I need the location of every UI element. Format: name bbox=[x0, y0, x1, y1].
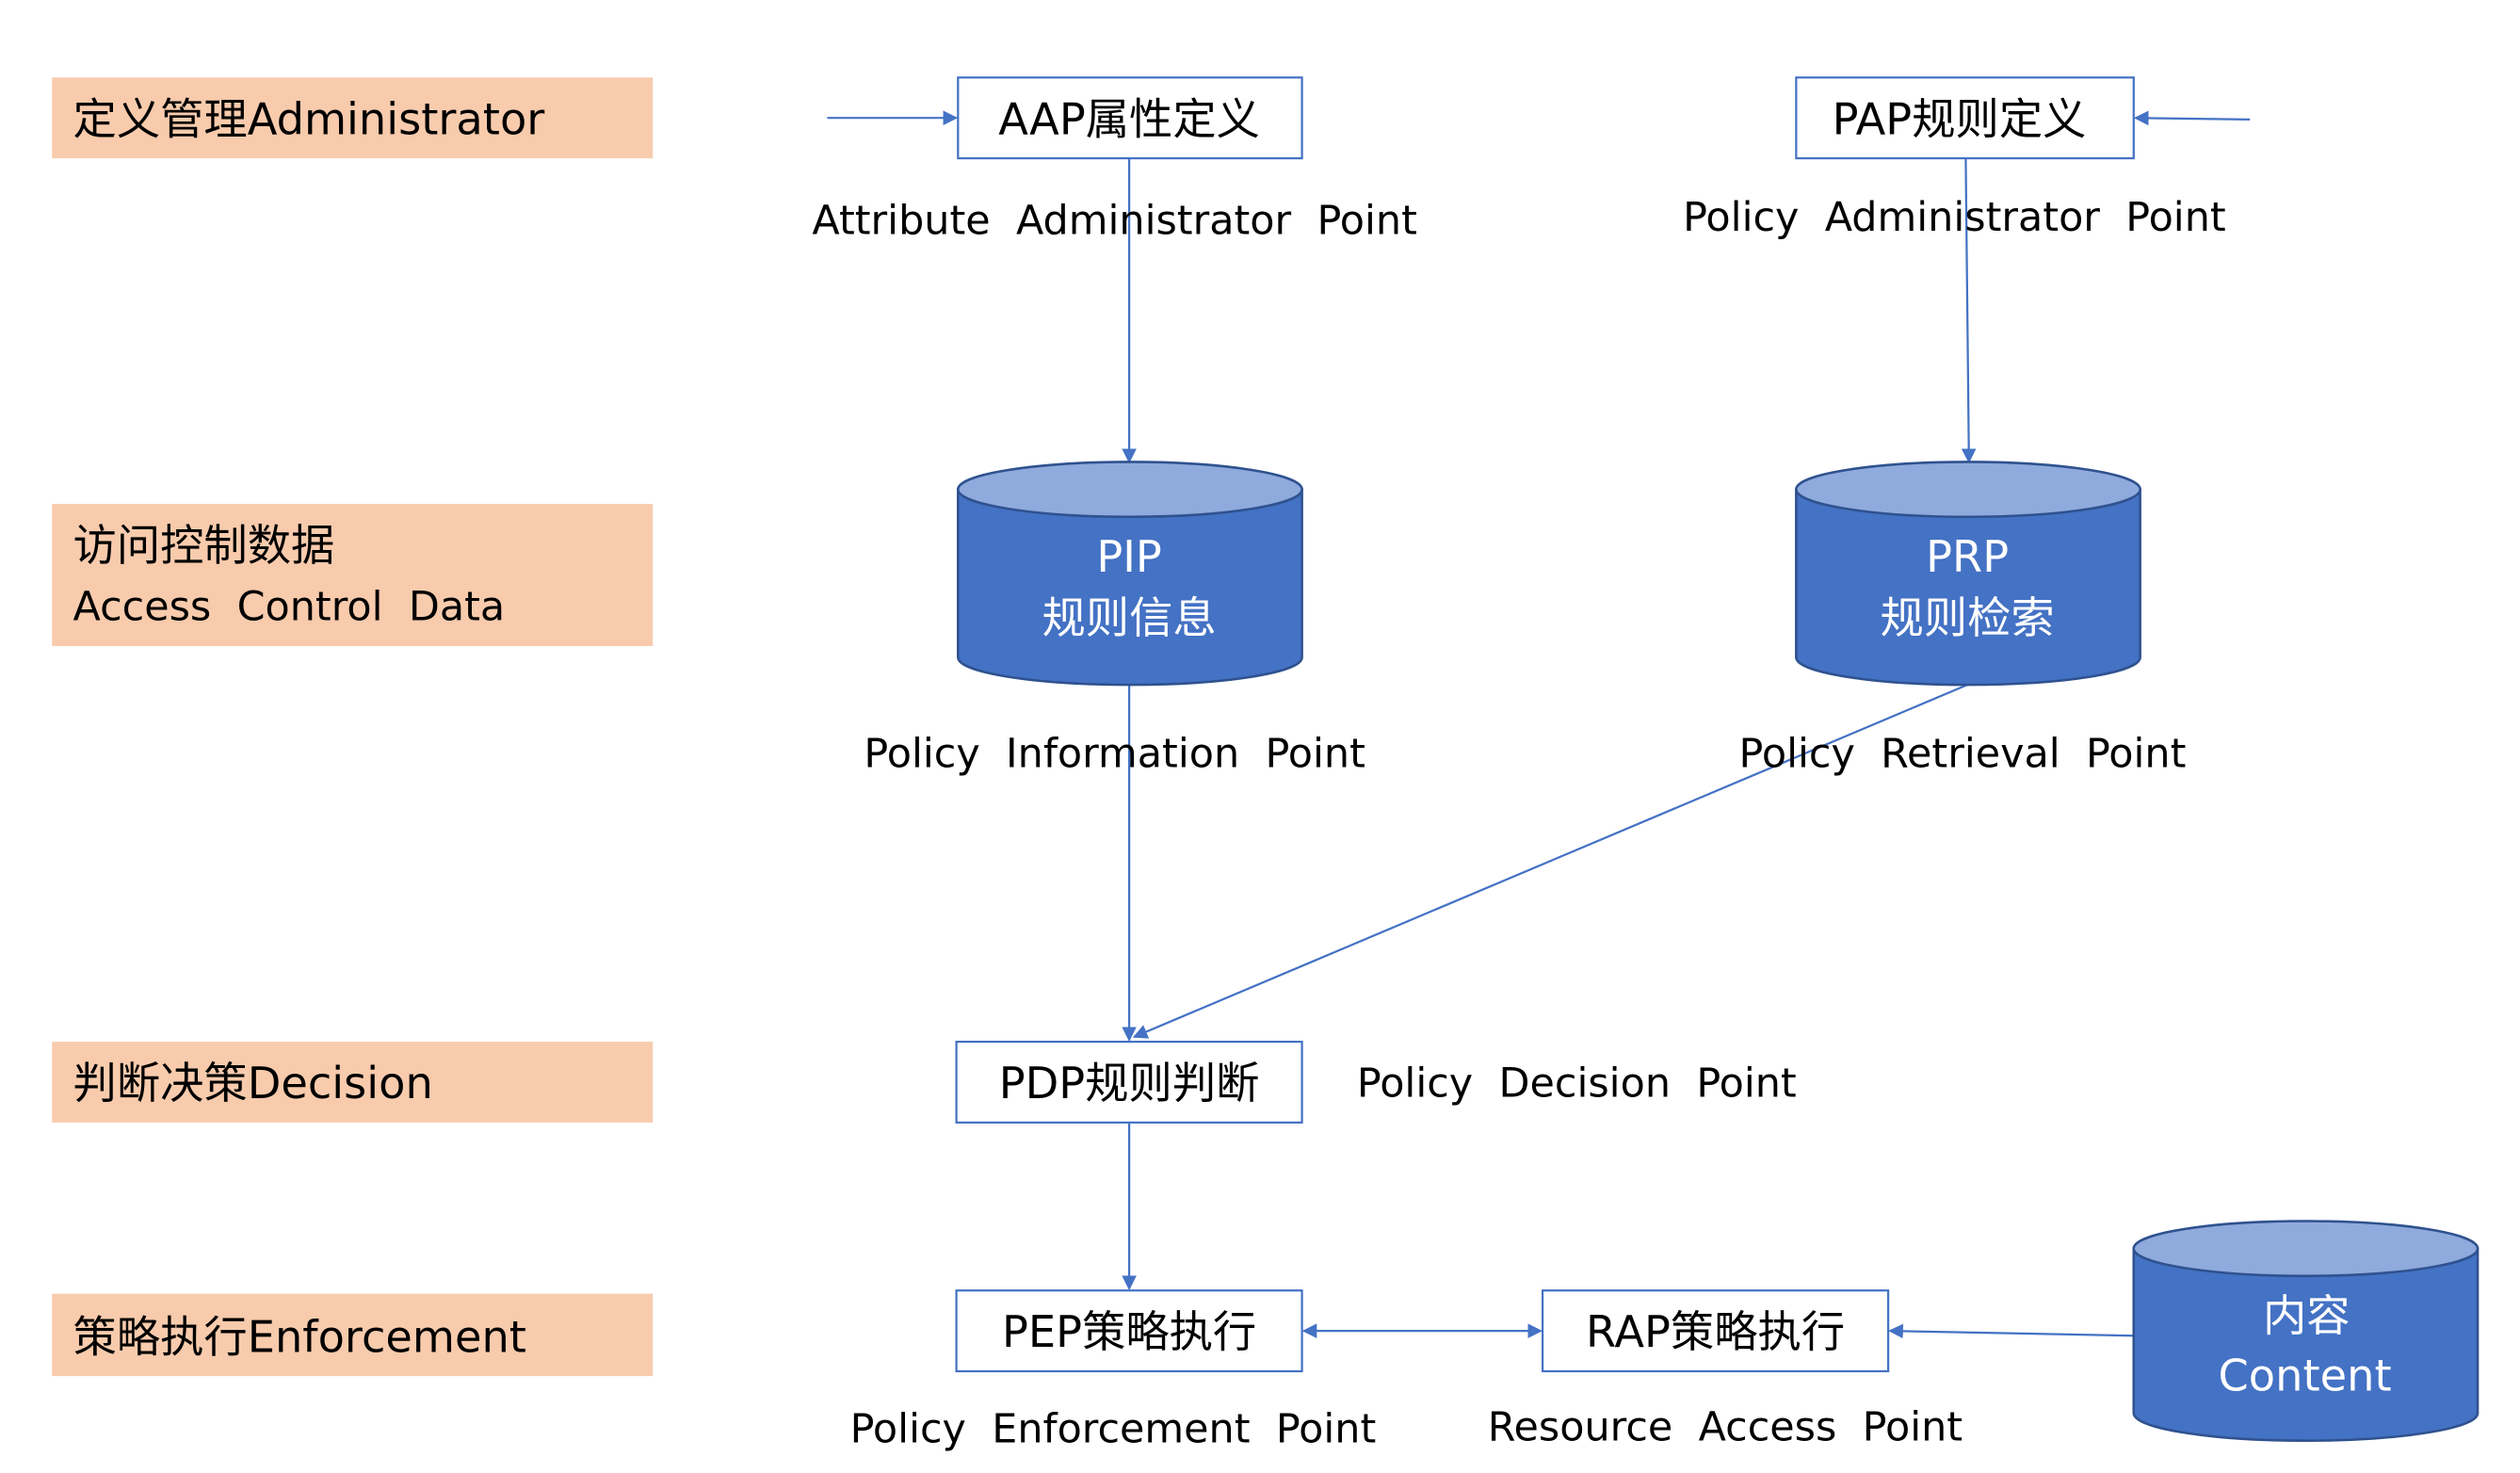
pap-node: PAP规则定义 Policy Administrator Point bbox=[1683, 76, 2226, 241]
content-sublabel: Content bbox=[2218, 1351, 2391, 1401]
pdp-description: Policy Decision Point bbox=[1357, 1060, 1797, 1107]
pep-description: Policy Enforcement Point bbox=[850, 1405, 1377, 1452]
layer-admin: 定义管理Administrator bbox=[52, 77, 654, 159]
aap-label: AAP属性定义 bbox=[998, 93, 1260, 144]
prp-sublabel: 规则检索 bbox=[1881, 592, 2055, 643]
layer-decision-label: 判断决策Decision bbox=[73, 1058, 433, 1109]
aap-description: Attribute Administrator Point bbox=[812, 198, 1417, 245]
layer-data: 访问控制数据 Access Control Data bbox=[52, 504, 654, 646]
prp-database: PRP 规则检索 Policy Retrieval Point bbox=[1739, 461, 2187, 778]
pap-description: Policy Administrator Point bbox=[1683, 194, 2226, 241]
prp-label: PRP bbox=[1926, 531, 2009, 582]
rap-label: RAP策略执行 bbox=[1586, 1306, 1845, 1357]
pep-node: PEP策略执行 Policy Enforcement Point bbox=[850, 1289, 1377, 1452]
arrow-into-pap bbox=[2133, 110, 2251, 126]
content-database: 内容 Content bbox=[2132, 1220, 2480, 1442]
layer-data-label-en: Access Control Data bbox=[73, 584, 506, 631]
pap-label: PAP规则定义 bbox=[1833, 93, 2087, 144]
prp-description: Policy Retrieval Point bbox=[1739, 731, 2187, 778]
rap-node: RAP策略执行 Resource Access Point bbox=[1488, 1289, 1963, 1451]
content-label: 内容 bbox=[2263, 1290, 2350, 1341]
pdp-label: PDP规则判断 bbox=[999, 1058, 1260, 1109]
layer-enforcement: 策略执行Enforcement bbox=[52, 1293, 654, 1377]
rap-description: Resource Access Point bbox=[1488, 1404, 1963, 1451]
pip-sublabel: 规则信息 bbox=[1042, 592, 1216, 643]
arrow-prp-to-pdp bbox=[1132, 684, 1968, 1039]
layer-decision: 判断决策Decision bbox=[52, 1042, 654, 1123]
pip-database: PIP 规则信息 Policy Information Point bbox=[864, 461, 1365, 778]
layer-enforcement-label: 策略执行Enforcement bbox=[73, 1311, 526, 1362]
arrow-pap-to-prp bbox=[1961, 158, 1977, 464]
aap-node: AAP属性定义 Attribute Administrator Point bbox=[812, 76, 1417, 245]
layer-data-label-cn: 访问控制数据 bbox=[73, 520, 335, 571]
layer-admin-label: 定义管理Administrator bbox=[73, 93, 546, 144]
pdp-node: PDP规则判断 Policy Decision Point bbox=[955, 1041, 1797, 1124]
pip-description: Policy Information Point bbox=[864, 731, 1365, 778]
arrow-content-to-rap bbox=[1888, 1323, 2134, 1339]
pip-label: PIP bbox=[1096, 531, 1162, 582]
pep-label: PEP策略执行 bbox=[1002, 1306, 1256, 1357]
